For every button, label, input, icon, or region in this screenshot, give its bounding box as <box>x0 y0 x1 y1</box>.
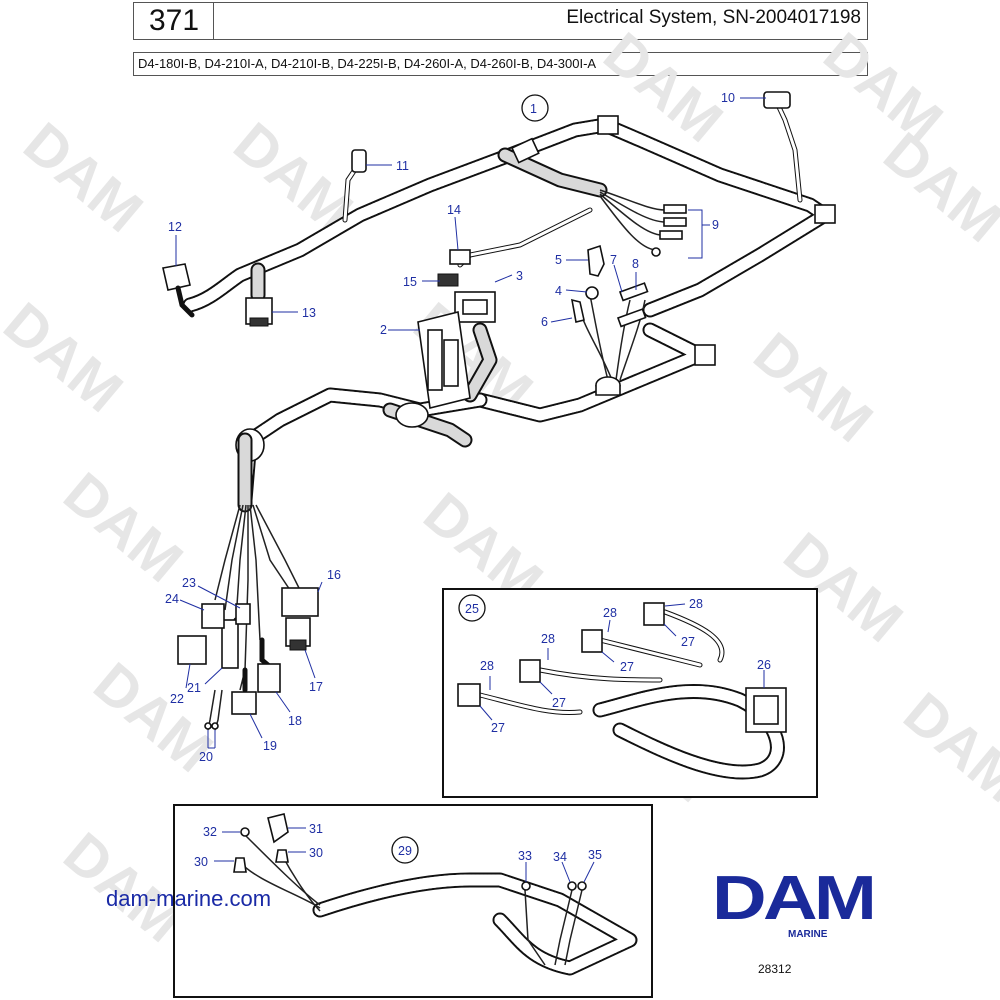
part-label-1: 1 <box>530 102 537 116</box>
watermark: DAM <box>12 110 155 245</box>
connector-16-shape <box>281 587 319 617</box>
part-label-34: 34 <box>553 850 567 864</box>
connector-12-shape <box>162 263 191 291</box>
part-label-18: 18 <box>288 714 302 728</box>
part-label-13: 13 <box>302 306 316 320</box>
part-label-28a: 28 <box>480 659 494 673</box>
terminal-20-shape <box>204 722 212 730</box>
part-label-5: 5 <box>555 253 562 267</box>
watermark: DAM <box>892 680 1000 815</box>
connector-21-shape <box>221 619 239 669</box>
part-label-31: 31 <box>309 822 323 836</box>
watermark: DAM <box>872 120 1000 255</box>
callout-circle-25 <box>458 594 486 622</box>
part-label-28d: 28 <box>689 597 703 611</box>
part-label-27a: 27 <box>491 721 505 735</box>
model-list: D4-180I-B, D4-210I-A, D4-210I-B, D4-225I… <box>138 56 597 71</box>
drawing-number: 28312 <box>758 962 792 976</box>
part-label-10: 10 <box>721 91 735 105</box>
connector-19-shape <box>231 691 257 715</box>
connector-14-shape <box>449 249 471 265</box>
cap-31-shape <box>267 813 289 844</box>
part-label-11: 11 <box>396 159 409 173</box>
callout-circle-29 <box>391 836 419 864</box>
models-box: D4-180I-B, D4-210I-A, D4-210I-B, D4-225I… <box>133 52 868 76</box>
connector-24-shape <box>201 603 225 629</box>
part-label-27b: 27 <box>552 696 566 710</box>
watermark: DAM <box>52 460 195 595</box>
connector-10-shape <box>763 91 791 109</box>
main-harness <box>182 102 836 508</box>
dam-logo: DAM <box>712 864 877 933</box>
part-label-7: 7 <box>610 253 617 267</box>
part-label-28c: 28 <box>603 606 617 620</box>
part-label-15: 15 <box>403 275 417 289</box>
part-label-19: 19 <box>263 739 277 753</box>
terminal-33-shape <box>521 881 531 891</box>
logo-subtext: MARINE <box>788 929 828 940</box>
part-label-6: 6 <box>541 315 548 329</box>
inset-29 <box>173 804 653 998</box>
part-label-32: 32 <box>203 825 217 839</box>
part-label-23: 23 <box>182 576 196 590</box>
terminal-34-shape <box>567 881 577 891</box>
connector-27d-shape <box>643 602 665 626</box>
part-label-30b: 30 <box>309 846 323 860</box>
inset-25 <box>442 588 818 798</box>
connector-group <box>162 91 791 409</box>
connector-27c-shape <box>581 629 603 653</box>
website-link[interactable]: dam-marine.com <box>106 886 272 911</box>
connector-11-shape <box>351 149 367 173</box>
part-label-12: 12 <box>168 220 182 234</box>
part-label-22: 22 <box>170 692 184 706</box>
connector-15-shape <box>437 273 459 287</box>
terminal-35-shape <box>577 881 587 891</box>
part-label-28b: 28 <box>541 632 555 646</box>
part-labels: 1 2 3 4 5 6 7 8 9 10 11 12 13 14 15 16 1… <box>165 91 771 869</box>
part-label-24: 24 <box>165 592 179 606</box>
connector-22-shape <box>177 635 207 665</box>
callout-circle-1 <box>521 94 549 122</box>
part-label-27c: 27 <box>620 660 634 674</box>
part-label-17: 17 <box>309 680 323 694</box>
page-title: Electrical System, SN-2004017198 <box>566 7 861 28</box>
part-label-20: 20 <box>199 750 213 764</box>
watermark: DAM <box>812 20 955 155</box>
watermark: DAM <box>742 320 885 455</box>
lower-branches <box>177 432 319 731</box>
connector-23-shape <box>235 603 251 625</box>
part-label-4: 4 <box>555 284 562 298</box>
connector-27b-shape <box>519 659 541 683</box>
part-label-14: 14 <box>447 203 461 217</box>
part-label-35: 35 <box>588 848 602 862</box>
title-box: Electrical System, SN-2004017198 <box>213 2 868 40</box>
part-label-29: 29 <box>398 844 412 858</box>
part-label-9: 9 <box>712 218 719 232</box>
leader-lines <box>175 97 766 883</box>
watermark: DAM <box>82 650 225 785</box>
part-label-33: 33 <box>518 849 532 863</box>
part-label-27d: 27 <box>681 635 695 649</box>
watermark: DAM <box>0 290 135 425</box>
page-number: 371 <box>133 2 215 40</box>
terminal-30b-shape <box>275 849 289 863</box>
part-label-21: 21 <box>187 681 201 695</box>
terminal-30a-shape <box>233 857 247 873</box>
connector-27a-shape <box>457 683 481 707</box>
terminal-32-shape <box>240 827 250 837</box>
part-label-2: 2 <box>380 323 387 337</box>
part-label-3: 3 <box>516 269 523 283</box>
part-label-26: 26 <box>757 658 771 672</box>
part-label-16: 16 <box>327 568 341 582</box>
part-label-25: 25 <box>465 602 479 616</box>
part-label-8: 8 <box>632 257 639 271</box>
part-label-30a: 30 <box>194 855 208 869</box>
connector-18-shape <box>257 663 281 693</box>
